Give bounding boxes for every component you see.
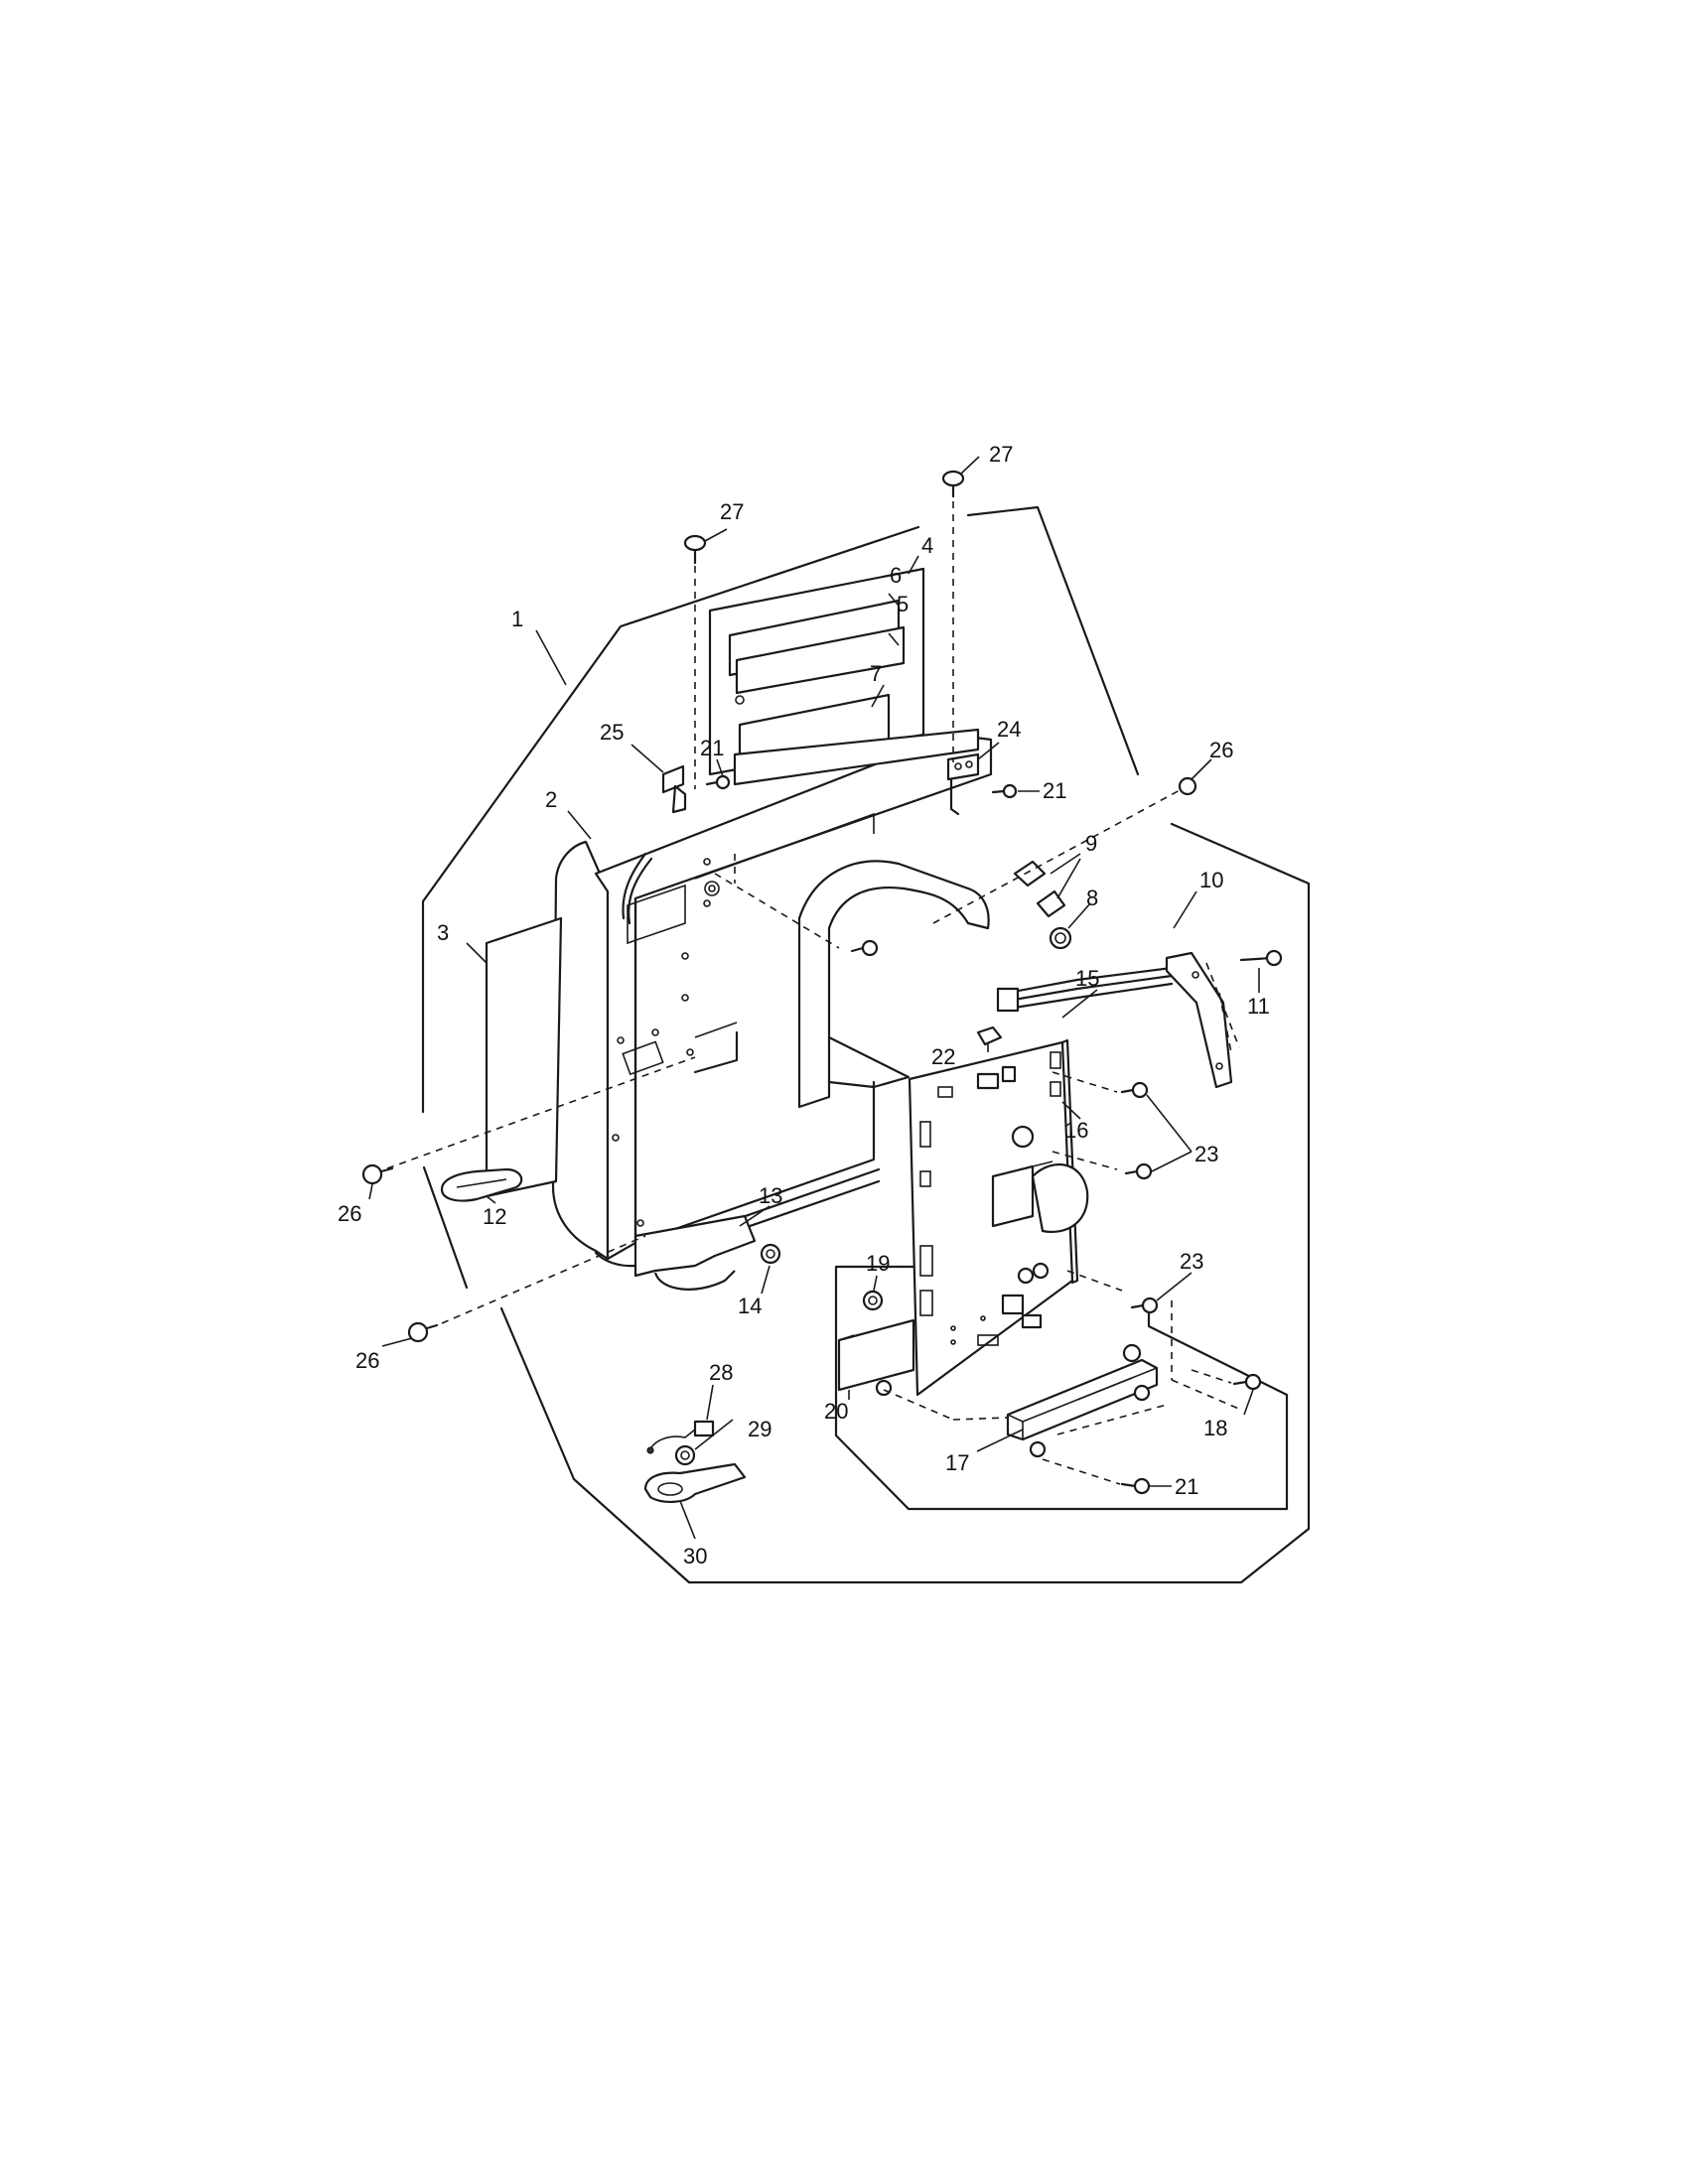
screw-part-11 bbox=[1239, 949, 1283, 967]
callout-21-upper-right: 21 bbox=[1043, 778, 1066, 803]
screw-part-23-middle bbox=[1124, 1162, 1153, 1180]
screw-part-23-upper bbox=[1120, 1081, 1149, 1099]
screw-part-21-upper-left bbox=[705, 774, 731, 790]
ring-part-29 bbox=[674, 1444, 696, 1466]
callout-2: 2 bbox=[545, 787, 557, 812]
sensor-part-28 bbox=[646, 1420, 715, 1454]
callout-3: 3 bbox=[437, 920, 449, 945]
bracket-part-25 bbox=[661, 764, 687, 814]
callout-30: 30 bbox=[683, 1544, 707, 1569]
bracket-part-24 bbox=[946, 752, 980, 816]
screw-part-27-left bbox=[683, 534, 707, 565]
bushing-part-8 bbox=[1049, 926, 1072, 950]
lever-part-30 bbox=[643, 1462, 747, 1503]
callout-9: 9 bbox=[1085, 831, 1097, 856]
callout-19: 19 bbox=[866, 1251, 890, 1276]
callout-28: 28 bbox=[709, 1360, 733, 1385]
callout-21-upper-left: 21 bbox=[700, 736, 724, 760]
callout-22: 22 bbox=[931, 1044, 955, 1069]
mount-part-20 bbox=[837, 1318, 915, 1397]
screw-part-26-bottom bbox=[407, 1321, 439, 1343]
screw-part-26-left bbox=[361, 1163, 394, 1185]
screw-part-21-lower bbox=[1120, 1477, 1151, 1495]
callout-24: 24 bbox=[997, 717, 1021, 742]
callout-14: 14 bbox=[738, 1294, 762, 1318]
top-cover-plate bbox=[708, 567, 980, 786]
callout-leader-lines bbox=[368, 456, 1260, 1540]
callout-26-left: 26 bbox=[338, 1201, 361, 1226]
callout-6: 6 bbox=[890, 563, 902, 588]
screw-part-22 bbox=[976, 1025, 1003, 1046]
callout-labels: 1 2 3 4 5 6 7 8 9 10 11 12 13 14 15 16 1… bbox=[338, 442, 1270, 1569]
callout-23-upper: 23 bbox=[1194, 1142, 1218, 1166]
callout-26-right: 26 bbox=[1209, 738, 1233, 762]
callout-29: 29 bbox=[748, 1417, 772, 1441]
rear-panel-sheet bbox=[485, 916, 563, 1198]
callout-10: 10 bbox=[1199, 868, 1223, 892]
callout-16: 16 bbox=[1064, 1118, 1088, 1143]
callout-8: 8 bbox=[1086, 886, 1098, 910]
callout-5: 5 bbox=[897, 592, 909, 616]
callout-7: 7 bbox=[870, 661, 882, 686]
assembly-boundary-outline bbox=[421, 505, 1311, 1584]
callout-15: 15 bbox=[1075, 966, 1099, 991]
clip-part-12 bbox=[440, 1167, 523, 1202]
callout-1: 1 bbox=[511, 607, 523, 631]
callout-25: 25 bbox=[600, 720, 624, 745]
washer-part-19 bbox=[862, 1290, 884, 1311]
screw-part-21-upper-right bbox=[991, 783, 1018, 799]
circuit-board-part-15 bbox=[908, 1038, 1089, 1397]
callout-23-lower: 23 bbox=[1180, 1249, 1203, 1274]
callout-20: 20 bbox=[824, 1399, 848, 1424]
cover-part-13 bbox=[633, 1214, 757, 1291]
callout-11: 11 bbox=[1247, 994, 1270, 1019]
callout-4: 4 bbox=[921, 533, 933, 558]
callout-18: 18 bbox=[1203, 1416, 1227, 1440]
wire-harness-part-10 bbox=[996, 951, 1233, 1089]
board-subassembly-boundary bbox=[834, 1265, 1289, 1511]
screw-part-27-right bbox=[941, 470, 965, 498]
assembly-dashed-lines bbox=[386, 501, 1242, 1485]
callout-21-lower: 21 bbox=[1175, 1474, 1198, 1499]
screw-part-26-right bbox=[1178, 776, 1197, 796]
callout-26-bottom: 26 bbox=[355, 1348, 379, 1373]
callout-17: 17 bbox=[945, 1450, 969, 1475]
callout-27-left: 27 bbox=[720, 499, 744, 524]
mount-part-17 bbox=[1006, 1343, 1159, 1458]
screw-part-23-lower bbox=[1130, 1297, 1159, 1314]
callout-12: 12 bbox=[483, 1204, 506, 1229]
screw-part-unlabeled-center bbox=[850, 939, 879, 957]
screw-part-18 bbox=[1232, 1373, 1262, 1391]
callout-13: 13 bbox=[759, 1183, 782, 1208]
nut-part-14 bbox=[760, 1243, 781, 1265]
callout-27-right: 27 bbox=[989, 442, 1013, 467]
